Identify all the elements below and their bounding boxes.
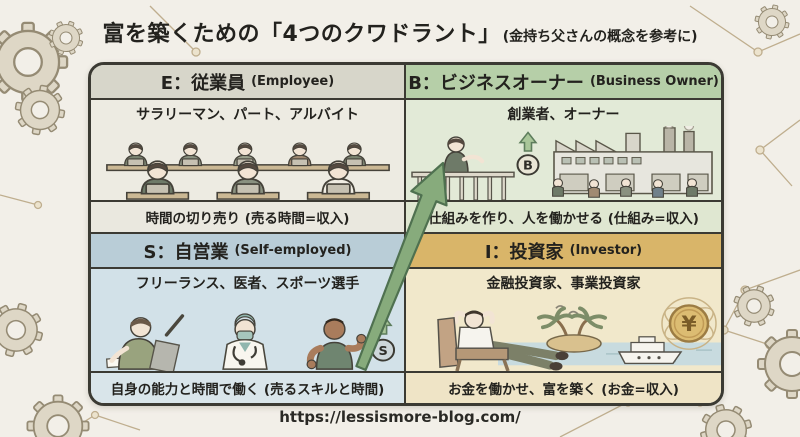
investor-illustration: ¥	[437, 297, 721, 371]
quadrant-self-employed-header: S：自営業 (Self-employed)	[91, 234, 404, 269]
yacht	[617, 336, 683, 365]
investor-subtitle: 金融投資家、事業投資家	[486, 276, 641, 292]
mask	[236, 330, 254, 341]
investor-bottom-note: お金を働かせ、富を築く (お金=収入)	[406, 371, 721, 403]
worker-figure	[686, 178, 698, 197]
quadrant-employee: E：従業員 (Employee) サラリーマン、パート、アルバイト	[91, 65, 406, 234]
self-employed-header-en: (Self-employed)	[234, 243, 352, 258]
shoe	[549, 361, 563, 371]
self-employed-subtitle: フリーランス、医者、スポーツ選手	[135, 276, 360, 292]
yen-coin-icon: ¥	[661, 297, 717, 350]
up-arrow-icon	[374, 314, 392, 335]
investor-header-en: (Investor)	[569, 243, 643, 258]
balcony-bars	[417, 176, 507, 200]
b-badge-letter: B	[523, 158, 533, 172]
title-row: 富を築くための「4つのクワドラント」(金持ち父さんの概念を参考に)	[0, 16, 800, 48]
self-employed-illustration: S	[105, 313, 396, 371]
shoe	[555, 351, 569, 361]
employee-illustration	[106, 142, 390, 200]
quadrant-employee-body: サラリーマン、パート、アルバイト	[91, 100, 404, 200]
quadrant-chart: E：従業員 (Employee) サラリーマン、パート、アルバイト	[88, 62, 724, 406]
self-employed-bottom-note: 自身の能力と時間で働く (売るスキルと時間)	[91, 371, 404, 403]
worker-figure	[588, 179, 600, 198]
self-employed-header-jp: S：自営業	[143, 241, 229, 263]
worker-figure	[178, 142, 203, 167]
worker-figure	[652, 179, 664, 198]
doctor-figure	[222, 313, 268, 370]
quadrant-employee-header: E：従業員 (Employee)	[91, 65, 404, 100]
page-subtitle: (金持ち父さんの概念を参考に)	[502, 29, 698, 45]
s-badge: S	[371, 314, 396, 362]
worker-figure	[287, 142, 312, 167]
footer-url: https://lessismore-blog.com/	[279, 408, 521, 426]
balcony	[411, 136, 515, 200]
up-arrow-icon	[519, 131, 537, 152]
quadrant-self-employed: S：自営業 (Self-employed) フリーランス、医者、スポーツ選手	[91, 234, 406, 403]
yen-symbol: ¥	[681, 313, 696, 337]
factory	[552, 126, 713, 198]
pen-icon	[164, 314, 185, 337]
worker-figure	[552, 178, 564, 197]
employee-bottom-note: 時間の切り売り (売る時間=収入)	[91, 200, 404, 232]
investor-header-jp: I：投資家	[484, 241, 564, 263]
business-owner-bottom-note: 仕組みを作り、人を働かせる (仕組み=収入)	[406, 200, 721, 232]
page-title: 富を築くための「4つのクワドラント」	[102, 22, 501, 47]
business-owner-subtitle: 創業者、オーナー	[507, 107, 620, 123]
employee-header-en: (Employee)	[251, 74, 335, 89]
quadrant-investor: I：投資家 (Investor) 金融投資家、事業投資家	[406, 234, 721, 403]
business-owner-header-jp: B：ビジネスオーナー	[408, 72, 584, 94]
smoke	[664, 126, 695, 131]
business-owner-illustration: B	[411, 126, 713, 200]
employee-header-jp: E：従業員	[160, 72, 246, 94]
quadrant-investor-body: 金融投資家、事業投資家	[406, 269, 721, 371]
s-badge-letter: S	[378, 343, 387, 358]
quadrant-business-owner: B：ビジネスオーナー (Business Owner) 創業者、オーナー	[406, 65, 721, 234]
island	[537, 306, 607, 353]
worker-figure	[123, 142, 148, 167]
quadrant-self-employed-body: フリーランス、医者、スポーツ選手	[91, 269, 404, 371]
worker-figure	[620, 178, 632, 197]
quadrant-business-owner-body: 創業者、オーナー	[406, 100, 721, 200]
palm-tree-icon	[537, 306, 607, 330]
athlete-figure	[306, 318, 367, 370]
quadrant-business-owner-header: B：ビジネスオーナー (Business Owner)	[406, 65, 721, 100]
quadrant-investor-header: I：投資家 (Investor)	[406, 234, 721, 269]
business-owner-header-en: (Business Owner)	[589, 74, 719, 89]
factory-windows	[561, 156, 642, 165]
freelancer-figure	[105, 314, 185, 371]
owner-figure	[443, 136, 485, 175]
worker-figure	[342, 142, 367, 167]
employee-subtitle: サラリーマン、パート、アルバイト	[136, 107, 359, 123]
b-badge: B	[516, 131, 540, 176]
